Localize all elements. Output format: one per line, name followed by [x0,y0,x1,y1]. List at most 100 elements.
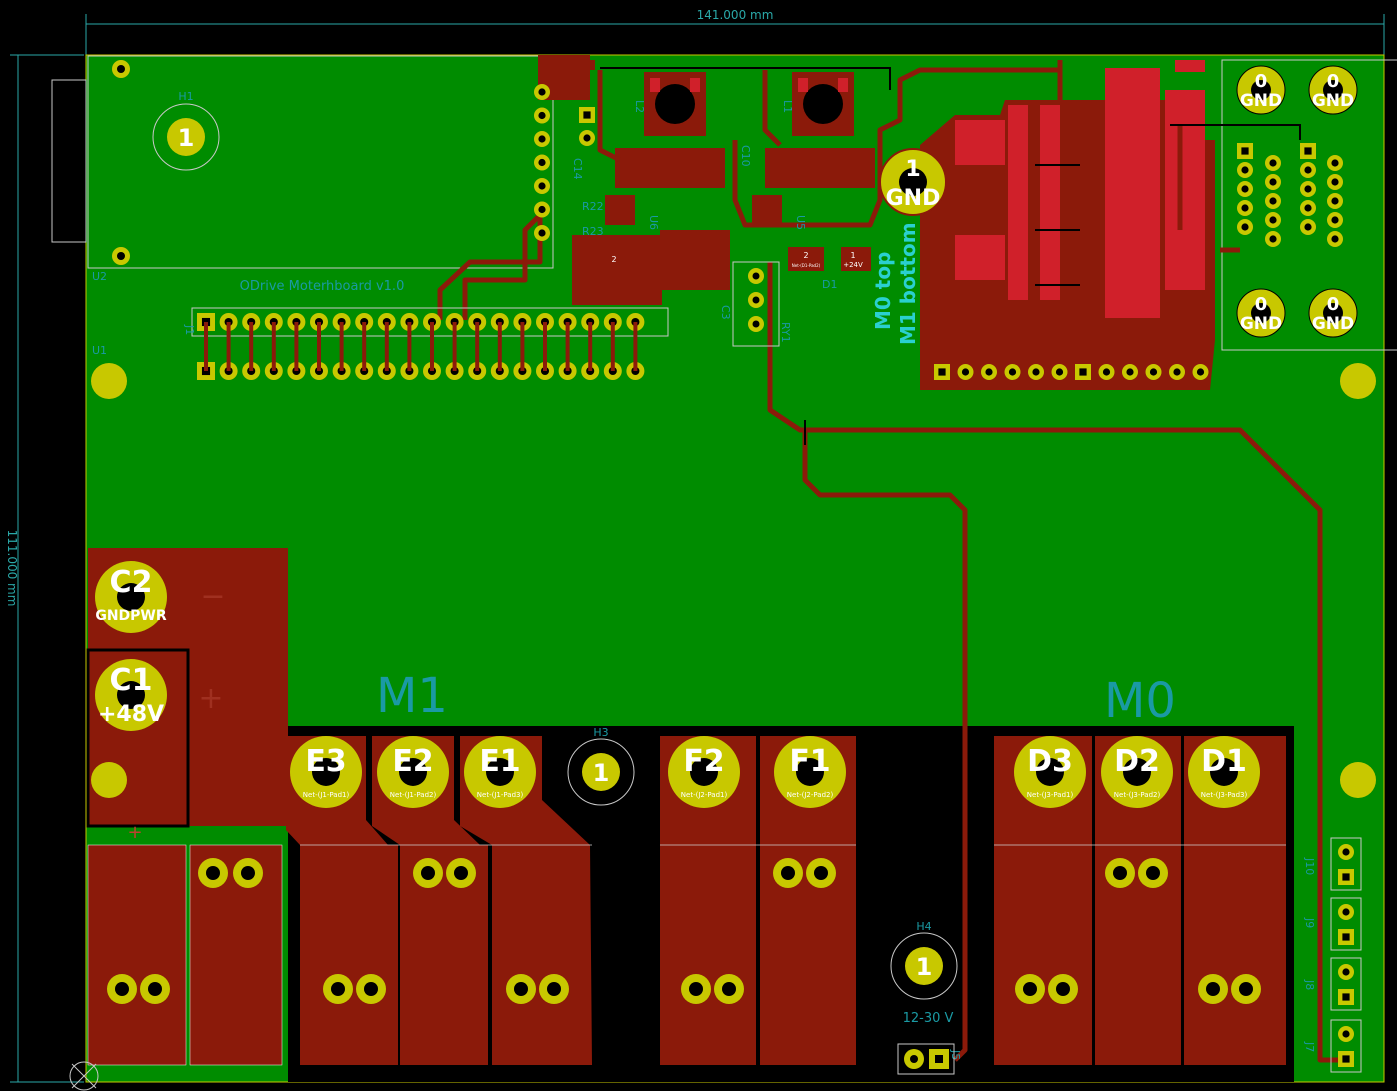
ref-h3: H3 [593,726,608,739]
ref-j10: J10 [1303,857,1316,875]
right-connector-pins [1237,143,1343,247]
section-label-m1: M1 [376,668,448,724]
cap-pad-c2: C2 GNDPWR [95,561,167,633]
d1-pad1-num: 1 [850,251,855,260]
copper-e2 [372,736,488,1065]
svg-text:GND: GND [886,186,941,211]
ref-c3: C3 [719,305,732,320]
mount-hole-h4: 1 [890,932,958,1000]
corner-gnd-pad-net: GND [1240,314,1282,334]
thin-traces [600,67,1301,445]
cap-pad-c1: C1 +48V [95,659,167,731]
motor-pad-name: E1 [479,744,520,779]
motor-pad-net: Net-(J2-Pad1) [681,791,728,799]
origin-marker [69,1061,99,1091]
svg-text:1: 1 [593,759,610,787]
u6-pad2-num: 2 [611,255,616,264]
ref-l2: L2 [633,100,646,113]
ref-r22: R22 [582,200,604,213]
width-dimension-label: 141.000 mm [697,8,774,22]
corner-gnd-pad-num: 0 [1255,71,1268,92]
ref-u5: U5 [794,215,807,230]
motor-pad-net: Net-(J1-Pad1) [303,791,350,799]
svg-text:1: 1 [178,124,195,152]
side-connector-outline [51,79,87,243]
motor-pad-net: Net-(J1-Pad3) [477,791,524,799]
copper-pour-left-1 [87,844,187,1066]
corner-mount-pads [91,60,1376,798]
polarity-plus: + [198,681,223,716]
svg-text:+48V: +48V [98,702,164,727]
relay-pins [748,268,764,332]
svg-text:GNDPWR: GNDPWR [95,608,167,624]
width-dimension [85,14,1385,60]
header-traces [204,322,638,371]
ref-c14: C14 [571,158,584,180]
motor-pad-name: D1 [1201,744,1247,779]
mcu-pads [955,60,1205,318]
inductor-cores [650,78,848,124]
layer-note-top: M0 top [871,252,895,330]
d1-pad2-net: Net-(D1-Pad2) [792,263,821,268]
polarity-minus: − [200,579,225,614]
ref-ry1: RY1 [779,322,792,343]
motor-pad-name: D2 [1114,744,1160,779]
d1-pad2-num: 2 [803,251,808,260]
ref-h1: H1 [178,90,193,103]
polarity-plus-small: + [127,822,142,843]
mount-hole-h3: 1 [567,738,635,806]
power-pad-pairs [107,858,1261,1004]
motor-pad-name: F1 [789,744,830,779]
motor-pad-net: Net-(J2-Pad2) [787,791,834,799]
ref-c10: C10 [739,145,752,167]
mount-hole-h1: 1 [152,103,220,171]
motor-pad-name: E3 [305,744,346,779]
u2-module-outline [87,55,554,269]
motor-pad-net: Net-(J3-Pad2) [1114,791,1161,799]
small-header-outline [1330,1019,1362,1073]
section-label-m0: M0 [1104,673,1176,729]
motor-pad-name: D3 [1027,744,1073,779]
height-dimension-label: 111.000 mm [5,530,19,607]
ref-j5: J5 [949,1049,962,1060]
ref-u1: U1 [92,344,107,357]
ref-j8: J8 [1303,979,1316,990]
header-left-pins [534,84,595,241]
motor-pad-net: Net-(J3-Pad1) [1027,791,1074,799]
reference-labels: H1 H3 H4 U1 U2 J1 C14 R22 R23 L2 L1 U6 U… [92,90,1316,1060]
ref-h4: H4 [916,920,931,933]
corner-gnd-pad-num: 0 [1327,294,1340,315]
motor-pad-net: Net-(J1-Pad2) [390,791,437,799]
svg-text:C2: C2 [110,565,153,600]
svg-text:1: 1 [905,157,920,182]
corner-gnd-pad-net: GND [1240,91,1282,111]
svg-text:C1: C1 [110,663,153,698]
ref-l1: L1 [781,100,794,113]
gnd-pad-center: 1 GND [879,148,947,216]
d1-pad1-net: +24V [843,261,863,269]
ref-u6: U6 [647,215,660,230]
corner-gnd-pad-net: GND [1312,91,1354,111]
ref-j1: J1 [183,324,196,335]
relay-outline [732,261,780,347]
svg-text:1: 1 [916,953,933,981]
ref-r23: R23 [582,225,604,238]
motor-pad-net: Net-(J3-Pad3) [1201,791,1248,799]
right-connector-outline [1221,59,1397,351]
small-connector-pins [1330,837,1362,1073]
corner-gnd-pad-num: 0 [1327,71,1340,92]
motor-pad-name: F2 [683,744,724,779]
voltage-label: 12-30 V [903,1011,954,1026]
ref-d1: D1 [822,278,837,291]
traces [437,60,1342,1063]
small-header-outline [1330,897,1362,951]
motor-pad-name: E2 [392,744,433,779]
ref-u2: U2 [92,270,107,283]
ref-j7: J7 [1303,1041,1316,1052]
j5-outline [897,1043,955,1075]
corner-gnd-pad-net: GND [1312,314,1354,334]
corner-gnd-pad-num: 0 [1255,294,1268,315]
